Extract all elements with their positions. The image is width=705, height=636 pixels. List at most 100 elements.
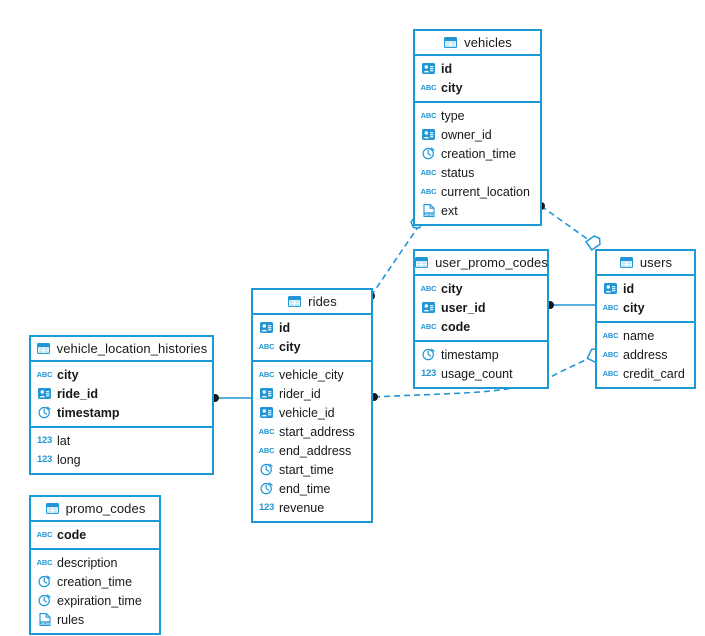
column-row-start_time[interactable]: start_time <box>253 460 371 479</box>
abc-icon: ABC <box>420 321 437 331</box>
column-row-description[interactable]: ABC description <box>31 553 159 572</box>
column-name: owner_id <box>441 127 492 142</box>
key-row-ride_id[interactable]: ride_id <box>31 384 212 403</box>
column-name: long <box>57 452 81 467</box>
column-name: start_address <box>279 424 355 439</box>
table-header-rides[interactable]: rides <box>253 290 371 315</box>
column-name: id <box>279 320 291 335</box>
column-name: end_address <box>279 443 352 458</box>
column-section: 123 lat 123 long <box>31 428 212 473</box>
table-name: rides <box>308 294 337 309</box>
key-row-city[interactable]: ABC city <box>415 78 540 97</box>
clock-icon <box>259 463 274 476</box>
column-row-vehicle_id[interactable]: vehicle_id <box>253 403 371 422</box>
abc-icon: ABC <box>420 167 437 177</box>
key-id-icon <box>259 321 274 334</box>
column-row-owner_id[interactable]: owner_id <box>415 125 540 144</box>
column-row-long[interactable]: 123 long <box>31 450 212 469</box>
column-name: code <box>441 319 471 334</box>
table-header-promo_codes[interactable]: promo_codes <box>31 497 159 522</box>
column-name: description <box>57 555 118 570</box>
edge-vehicles-users <box>537 202 601 252</box>
column-name: lat <box>57 433 71 448</box>
column-section: ABC description creation_time expiration_ti… <box>31 550 159 633</box>
key-row-id[interactable]: id <box>597 279 694 298</box>
table-name: promo_codes <box>65 501 146 516</box>
column-name: city <box>441 80 463 95</box>
key-id-icon <box>421 128 436 141</box>
column-row-expiration_time[interactable]: expiration_time <box>31 591 159 610</box>
key-row-id[interactable]: id <box>253 318 371 337</box>
clock-icon <box>421 348 436 361</box>
abc-icon: ABC <box>36 557 53 567</box>
123-icon: 123 <box>37 453 52 465</box>
table-header-vehicle_location_histories[interactable]: vehicle_location_histories <box>31 337 212 362</box>
column-row-creation_time[interactable]: creation_time <box>31 572 159 591</box>
clock-icon <box>37 575 52 588</box>
column-name: name <box>623 328 655 343</box>
column-name: id <box>441 61 453 76</box>
column-name: city <box>57 367 79 382</box>
table-header-users[interactable]: users <box>597 251 694 276</box>
column-row-lat[interactable]: 123 lat <box>31 431 212 450</box>
edge-upc-users <box>546 301 595 309</box>
column-row-rider_id[interactable]: rider_id <box>253 384 371 403</box>
key-id-icon <box>37 387 52 400</box>
column-name: current_location <box>441 184 530 199</box>
table-icon <box>36 342 51 355</box>
column-name: creation_time <box>57 574 133 589</box>
abc-icon: ABC <box>258 369 275 379</box>
column-name: code <box>57 527 87 542</box>
abc-icon: ABC <box>420 110 437 120</box>
column-name: user_id <box>441 300 486 315</box>
table-header-user_promo_codes[interactable]: user_promo_codes <box>415 251 548 276</box>
column-row-creation_time[interactable]: creation_time <box>415 144 540 163</box>
column-row-end_time[interactable]: end_time <box>253 479 371 498</box>
key-id-icon <box>259 406 274 419</box>
key-row-timestamp[interactable]: timestamp <box>31 403 212 422</box>
edge-endpoint-pointer <box>584 235 601 252</box>
column-name: expiration_time <box>57 593 142 608</box>
abc-icon: ABC <box>420 82 437 92</box>
key-row-code[interactable]: ABC code <box>415 317 547 336</box>
table-icon <box>443 36 458 49</box>
key-row-id[interactable]: id <box>415 59 540 78</box>
column-name: city <box>441 281 463 296</box>
column-row-timestamp[interactable]: timestamp <box>415 345 547 364</box>
key-row-user_id[interactable]: user_id <box>415 298 547 317</box>
key-id-icon <box>603 282 618 295</box>
table-header-vehicles[interactable]: vehicles <box>415 31 540 56</box>
123-icon: 123 <box>37 434 52 446</box>
edge-vlh-rides <box>211 394 251 402</box>
